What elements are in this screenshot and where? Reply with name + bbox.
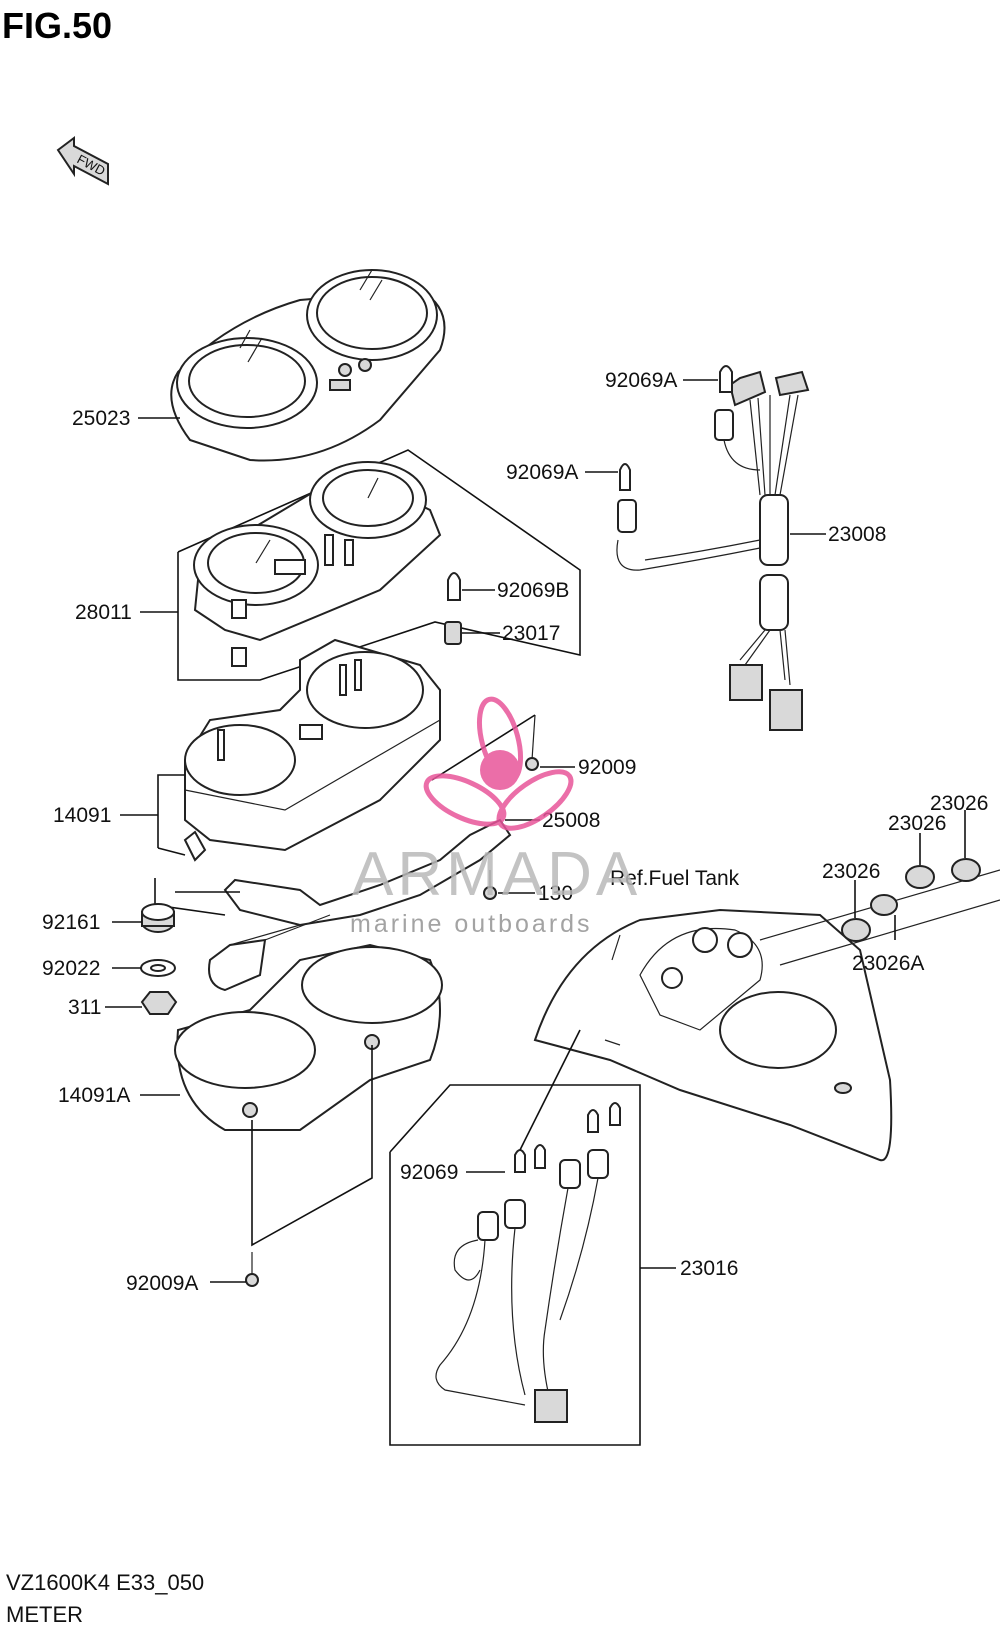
screw-92009-part xyxy=(525,714,539,771)
bulb-92069B-part xyxy=(447,572,461,601)
housing-bracket-line xyxy=(157,774,185,848)
meter-case-cover-part xyxy=(170,269,446,462)
figure-title: FIG.50 xyxy=(2,5,112,46)
callout-311: 311 xyxy=(68,996,101,1019)
indicator-harness-part xyxy=(435,1102,621,1423)
fuel-tank-reference-label: Ref.Fuel Tank xyxy=(610,867,740,890)
callout-14091A: 14091A xyxy=(58,1084,130,1107)
callout-14091: 14091 xyxy=(53,804,111,827)
callout-92069: 92069 xyxy=(400,1161,458,1184)
meter-assembly-frame xyxy=(177,449,581,681)
fuel-tank-reference-part xyxy=(533,869,1000,1162)
wiring-harness-part xyxy=(616,365,810,731)
callout-92022: 92022 xyxy=(42,957,100,980)
model-code: VZ1600K4 E33_050 xyxy=(6,1570,204,1595)
screw-92009A-part xyxy=(245,1252,259,1287)
washer-92022-part xyxy=(140,959,176,977)
fwd-arrow-icon: FWD xyxy=(56,136,109,186)
callout-25023: 25023 xyxy=(72,407,130,430)
callout-92009A: 92009A xyxy=(126,1272,198,1295)
callout-23026A: 23026A xyxy=(852,952,924,975)
meter-assembly-part xyxy=(193,461,442,667)
callout-92009: 92009 xyxy=(578,756,636,779)
callout-28011: 28011 xyxy=(75,601,132,624)
callout-25008: 25008 xyxy=(542,809,600,832)
cap-23026-mid-part xyxy=(905,865,935,889)
callout-23026-a: 23026 xyxy=(930,792,988,815)
callout-23026-b: 23026 xyxy=(888,812,946,835)
grommet-92161-part xyxy=(141,903,175,933)
bracket-25008-part xyxy=(208,818,512,992)
cap-23026-left-part xyxy=(841,918,871,942)
watermark-logo: ARMADA marine outboards xyxy=(350,696,641,938)
callout-130: 130 xyxy=(538,882,573,905)
watermark-tagline: marine outboards xyxy=(350,910,593,938)
meter-lower-case-part xyxy=(174,943,443,1131)
meter-housing-part xyxy=(183,638,441,862)
callout-92161: 92161 xyxy=(42,911,100,934)
callout-92069A-upper: 92069A xyxy=(605,369,677,392)
watermark-brand: ARMADA xyxy=(352,840,641,909)
callout-23016: 23016 xyxy=(680,1257,738,1280)
callout-23026-c: 23026 xyxy=(822,860,880,883)
indicator-harness-frame xyxy=(389,1084,641,1446)
callout-92069A-lower: 92069A xyxy=(506,461,578,484)
callout-23017: 23017 xyxy=(502,622,560,645)
section-name: METER xyxy=(6,1602,83,1627)
socket-23017-part xyxy=(444,621,462,645)
cap-23026A-part xyxy=(870,894,898,916)
callout-23008: 23008 xyxy=(828,523,886,546)
cap-23026-upper-right-part xyxy=(951,858,981,882)
nut-311-part xyxy=(140,991,178,1015)
bolt-130-part xyxy=(483,870,497,900)
callout-92069B: 92069B xyxy=(497,579,569,602)
